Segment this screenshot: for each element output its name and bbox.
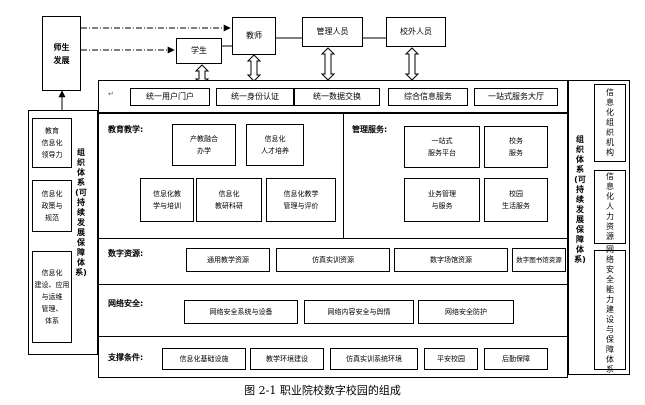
teaching-item-training-label: 信息化教 学与培训 [153,190,181,210]
teaching-item-research: 信息化 教研科研 [196,178,262,222]
platform-item-service-hall: 一站式服务大厅 [474,88,558,106]
teaching-title: 教育教学: [108,125,144,134]
left-item-leadership-label: 教育 信息化 领导力 [41,127,63,159]
digital-resource-simulation-label: 仿真实训资源 [312,256,354,264]
support-item-safe-campus: 平安校园 [424,348,478,370]
platform-item-data-exchange: 统一数据交换 [294,88,380,106]
management-item-affairs-label: 校务 服务 [509,137,523,157]
management-item-campus-life: 校园 生活服务 [484,178,548,222]
platform-item-info-service-label: 综合信息服务 [404,92,452,101]
teaching-item-talent-label: 信息化 人才培养 [261,135,289,155]
support-item-infrastructure: 信息化基础设施 [162,348,246,370]
student-box: 学生 [176,38,222,64]
support-item-simulation-env: 仿真实训系统环境 [330,348,418,370]
security-item-protection-label: 网络安全防护 [445,308,487,316]
support-item-logistics: 后勤保障 [484,348,548,370]
teacher-student-development-box: 师生 发展 [42,16,81,91]
platform-item-portal-label: 统一用户门户 [146,92,194,101]
digital-resource-library: 数字图书馆资源 [512,248,566,272]
teaching-item-integration-label: 产教融合 办学 [190,135,218,155]
teaching-item-talent: 信息化 人才培养 [246,124,304,166]
student-label: 学生 [191,46,207,55]
teaching-item-integration: 产教融合 办学 [172,124,236,166]
external-label: 校外人员 [400,27,432,36]
right-item-organization: 信息化组织机构 [594,84,626,162]
digital-resources-title: 数字资源: [108,249,144,258]
security-item-content-label: 网络内容安全与舆情 [327,308,391,316]
right-organization-label: 组织体系(可持续发展保障体系) [574,135,586,264]
left-item-leadership: 教育 信息化 领导力 [32,118,72,168]
support-item-simulation-env-label: 仿真实训系统环境 [346,355,402,363]
management-item-business: 业务管理 与服务 [404,178,480,222]
management-title: 管理服务: [352,125,388,134]
teaching-item-research-label: 信息化 教研科研 [215,190,243,210]
security-item-system-label: 网络安全系统与设备 [209,308,273,316]
teacher-label: 教师 [246,31,262,40]
platform-item-identity-label: 统一身份认证 [231,92,279,101]
digital-resource-venue-label: 数字场馆资源 [430,256,472,264]
support-item-logistics-label: 后勤保障 [502,355,530,363]
double-arrow-external [404,47,420,81]
external-box: 校外人员 [386,17,446,47]
figure-caption: 图 2-1 职业院校数字校园的组成 [244,384,401,397]
teaching-item-evaluation: 信息化教学 管理与评价 [266,178,336,222]
support-item-teaching-env-label: 教学环境建设 [266,355,308,363]
teacher-box: 教师 [232,17,276,55]
double-arrow-staff [320,47,336,81]
staff-label: 管理人员 [316,27,349,36]
security-item-content: 网络内容安全与舆情 [304,300,414,324]
digital-resource-venue: 数字场馆资源 [394,248,508,272]
staff-box: 管理人员 [302,17,363,47]
digital-resource-general: 通用教学资源 [186,248,270,272]
platform-item-portal: 统一用户门户 [130,88,210,106]
network-security-title: 网络安全: [108,299,144,308]
platform-item-service-hall-label: 一站式服务大厅 [488,92,544,101]
double-arrow-teacher [246,54,262,82]
support-item-teaching-env: 教学环境建设 [250,348,324,370]
support-item-safe-campus-label: 平安校园 [437,355,465,363]
management-item-platform: 一站式 服务平台 [404,126,480,168]
left-item-policy: 信息化 政策与 规范 [32,180,72,232]
left-item-policy-label: 信息化 政策与 规范 [41,190,63,222]
right-item-hr-label: 信息化人力资源 [606,172,614,241]
support-item-infrastructure-label: 信息化基础设施 [179,355,229,363]
left-item-construction-label: 信息化 建设、应用 与运维 管理、 体系 [34,269,70,325]
management-item-affairs: 校务 服务 [484,126,548,168]
platform-item-identity: 统一身份认证 [216,88,294,106]
support-title: 支撑条件: [108,353,144,362]
right-item-hr: 信息化人力资源 [594,170,626,244]
digital-resource-library-label: 数字图书馆资源 [516,256,562,264]
teaching-item-training: 信息化教 学与培训 [140,178,194,222]
right-item-organization-label: 信息化组织机构 [606,88,614,157]
right-item-security-label: 网络安全能力建设与保障体系 [606,245,614,374]
left-organization-label: 组织体系(可持续发展保障体系) [75,148,87,277]
management-item-platform-label: 一站式 服务平台 [428,137,456,157]
right-item-security: 网络安全能力建设与保障体系 [594,245,626,374]
management-item-business-label: 业务管理 与服务 [428,190,456,210]
management-item-campus-life-label: 校园 生活服务 [502,190,530,210]
platform-item-info-service: 综合信息服务 [388,88,468,106]
digital-resource-general-label: 通用教学资源 [207,256,249,264]
teaching-item-evaluation-label: 信息化教学 管理与评价 [283,190,319,210]
security-item-system: 网络安全系统与设备 [184,300,298,324]
teacher-student-development-label: 师生 发展 [53,42,70,65]
left-item-construction: 信息化 建设、应用 与运维 管理、 体系 [32,251,72,343]
security-item-protection: 网络安全防护 [418,300,514,324]
digital-resource-simulation: 仿真实训资源 [276,248,390,272]
platform-item-data-exchange-label: 统一数据交换 [313,92,361,101]
